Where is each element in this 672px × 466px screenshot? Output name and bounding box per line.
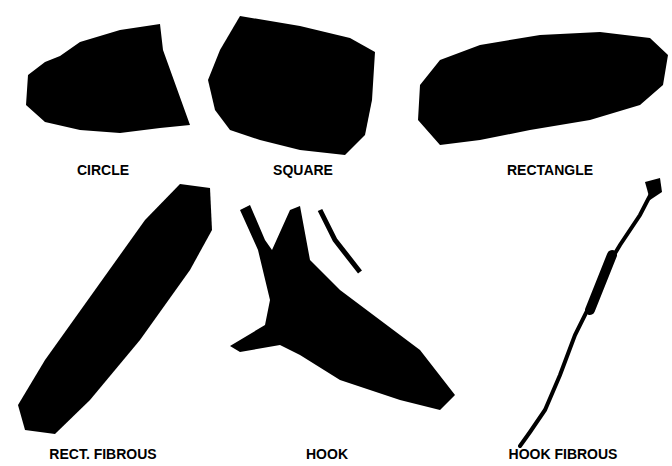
hook-particle: [230, 205, 455, 410]
rect-fibrous-particle: [18, 184, 212, 434]
shape-label: HOOK FIBROUS: [509, 446, 618, 462]
hook-fibrous-tuft: [645, 178, 662, 200]
shape-label: SQUARE: [273, 162, 333, 178]
shape-label: HOOK: [306, 446, 348, 462]
shape-label: RECT. FIBROUS: [49, 446, 156, 462]
hook-fibrous-particle: [520, 186, 655, 446]
hook-fibrous-thick: [590, 255, 612, 310]
rectangle-particle: [418, 32, 668, 145]
shape-label: CIRCLE: [77, 162, 129, 178]
hook-strand: [320, 210, 360, 272]
square-particle: [208, 16, 375, 155]
circle-particle: [26, 24, 190, 133]
shape-label: RECTANGLE: [507, 162, 593, 178]
